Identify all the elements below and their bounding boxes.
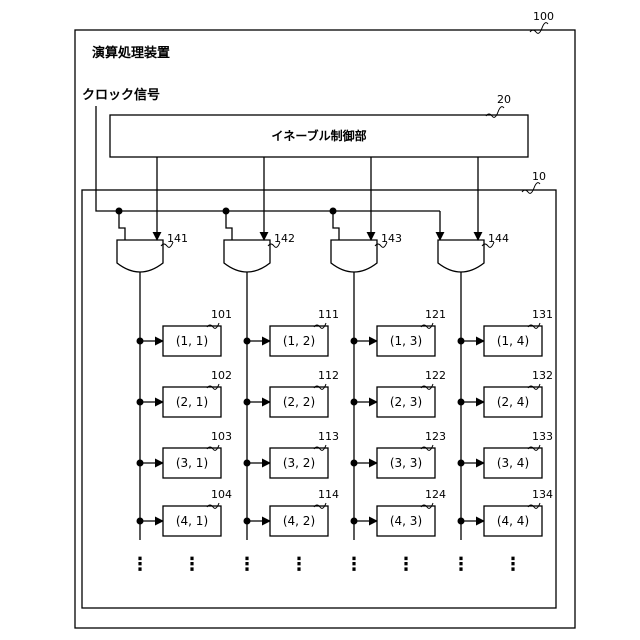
cell-ref: 132 [532,369,553,382]
cell-ref: 102 [211,369,232,382]
cell-ref: 124 [425,488,446,501]
continuation-dots: ⋮ [397,554,415,575]
enable-gate-2 [224,240,270,272]
array-ref: 10 [532,170,546,183]
continuation-dots: ⋮ [131,554,149,575]
enable-control-ref: 20 [497,93,511,106]
cell-label: (2, 1) [176,395,208,409]
cell-ref: 134 [532,488,553,501]
gate-ref: 144 [488,232,509,245]
cell-ref: 122 [425,369,446,382]
device-ref-leader [530,23,548,34]
gate-ref: 143 [381,232,402,245]
cell-ref: 133 [532,430,553,443]
clock-branch-line [333,211,339,240]
cell-label: (4, 3) [390,514,422,528]
enable-gate-4 [438,240,484,272]
cell-label: (2, 3) [390,395,422,409]
continuation-dots: ⋮ [290,554,308,575]
cell-ref: 114 [318,488,339,501]
array-ref-leader [522,183,540,194]
cell-ref: 103 [211,430,232,443]
cell-label: (1, 3) [390,334,422,348]
continuation-dots: ⋮ [504,554,522,575]
clock-branch-line [119,211,125,240]
cell-ref: 113 [318,430,339,443]
cell-label: (4, 1) [176,514,208,528]
gate-ref: 141 [167,232,188,245]
cell-ref: 121 [425,308,446,321]
cell-ref: 123 [425,430,446,443]
cell-ref: 104 [211,488,232,501]
cell-label: (3, 2) [283,456,315,470]
cell-ref: 111 [318,308,339,321]
continuation-dots: ⋮ [238,554,256,575]
device-label: 演算処理装置 [92,45,170,61]
cell-label: (1, 1) [176,334,208,348]
cell-label: (3, 4) [497,456,529,470]
cell-label: (4, 4) [497,514,529,528]
enable-gate-1 [117,240,163,272]
gate-ref: 142 [274,232,295,245]
processing-cells: (1, 1)101 (2, 1)102 (3, 1)103 (4, 1)104 (1, … [137,308,554,536]
cell-label: (3, 1) [176,456,208,470]
enable-gate-3 [331,240,377,272]
cell-label: (2, 2) [283,395,315,409]
clock-label: クロック信号 [82,87,160,103]
cell-label: (1, 4) [497,334,529,348]
cell-label: (3, 3) [390,456,422,470]
cell-label: (2, 4) [497,395,529,409]
cell-ref: 131 [532,308,553,321]
cell-label: (1, 2) [283,334,315,348]
cell-ref: 101 [211,308,232,321]
enable-control-label: イネーブル制御部 [271,128,366,143]
cell-label: (4, 2) [283,514,315,528]
clock-branch-line [226,211,232,240]
continuation-dots: ⋮ [183,554,201,575]
cell-ref: 112 [318,369,339,382]
continuation-dots: ⋮ [452,554,470,575]
device-ref: 100 [533,10,554,23]
continuation-dots: ⋮ [345,554,363,575]
